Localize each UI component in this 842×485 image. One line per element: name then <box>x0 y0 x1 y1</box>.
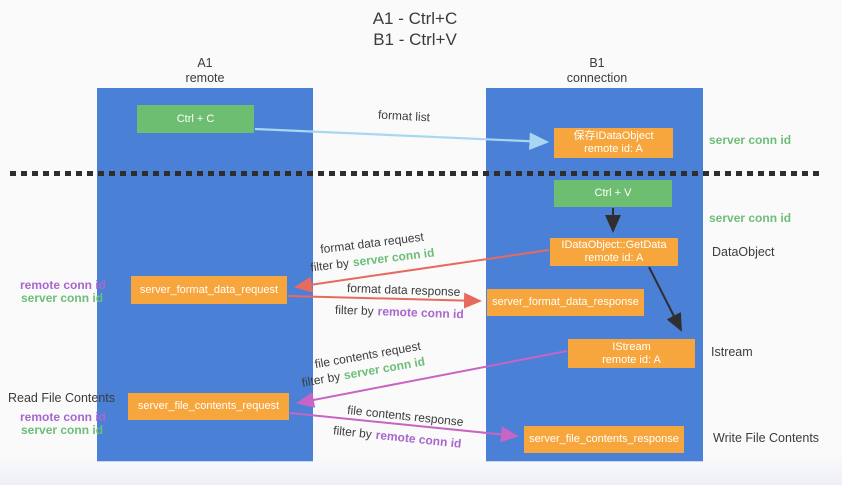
remote-conn-id-text: remote conn id <box>377 304 464 322</box>
left-remote-conn-id-2: remote conn id <box>20 410 107 424</box>
file-contents-request-arrow <box>296 350 568 408</box>
node-istream: IStream remote id: A <box>568 339 695 368</box>
copy-paste-separator-line <box>10 171 824 176</box>
left-remote-conn-id-1: remote conn id <box>20 278 107 292</box>
right-server-conn-id-mid: server conn id <box>709 211 792 225</box>
istream-side-label: Istream <box>711 345 753 359</box>
filter-by-text: filter by <box>334 302 374 319</box>
node-server-file-contents-response: server_file_contents_response <box>524 426 684 453</box>
server-format-data-request-label: server_format_data_request <box>139 283 279 296</box>
node-idataobject-getdata: IDataObject::GetData remote id: A <box>550 238 678 266</box>
right-server-conn-id-top: server conn id <box>709 133 792 147</box>
format-list-arrow <box>254 127 550 151</box>
read-file-contents-label: Read File Contents <box>8 391 116 405</box>
idataobject-getdata-line1: IDataObject::GetData <box>561 239 667 251</box>
format-list-label: format list <box>377 107 431 125</box>
title-line-1: A1 - Ctrl+C <box>372 9 458 28</box>
ctrl-v-label: Ctrl + V <box>594 187 632 199</box>
node-server-file-contents-request: server_file_contents_request <box>128 393 289 420</box>
idataobject-getdata-line2: remote id: A <box>584 252 644 264</box>
diagram-title: A1 - Ctrl+C B1 - Ctrl+V <box>330 8 500 50</box>
lane-a-name: remote <box>185 71 225 85</box>
istream-line1: IStream <box>612 340 651 353</box>
write-file-contents-label: Write File Contents <box>713 431 820 445</box>
server-format-data-response-label: server_format_data_response <box>492 296 639 308</box>
lane-a-id: A1 <box>197 56 213 70</box>
save-idataobject-line2: remote id: A <box>584 143 643 155</box>
lane-a-header: A1 remote <box>150 56 260 86</box>
lane-b-id: B1 <box>589 56 605 70</box>
file-contents-response-arrow <box>289 412 519 443</box>
server-file-contents-response-label: server_file_contents_response <box>529 433 679 445</box>
left-server-conn-id-1: server conn id <box>21 291 104 305</box>
dataobject-label: DataObject <box>712 245 775 259</box>
getdata-to-istream-arrow <box>648 266 682 332</box>
title-line-2: B1 - Ctrl+V <box>373 30 457 49</box>
save-idataobject-line1: 保存IDataObject <box>573 130 654 142</box>
format-data-request-arrow <box>294 249 550 293</box>
format-data-response-arrow <box>287 292 482 309</box>
node-ctrl-c: Ctrl + C <box>137 105 254 133</box>
node-save-idataobject: 保存IDataObject remote id: A <box>554 128 673 158</box>
left-server-conn-id-2: server conn id <box>21 423 104 437</box>
lane-b-name: connection <box>566 71 628 85</box>
lane-b-header: B1 connection <box>542 56 652 86</box>
ctrl-c-label: Ctrl + C <box>176 112 215 125</box>
node-ctrl-v: Ctrl + V <box>554 180 672 207</box>
node-server-format-data-response: server_format_data_response <box>487 289 644 316</box>
node-server-format-data-request: server_format_data_request <box>131 276 287 304</box>
server-file-contents-request-label: server_file_contents_request <box>137 400 280 412</box>
istream-line2: remote id: A <box>602 353 661 366</box>
